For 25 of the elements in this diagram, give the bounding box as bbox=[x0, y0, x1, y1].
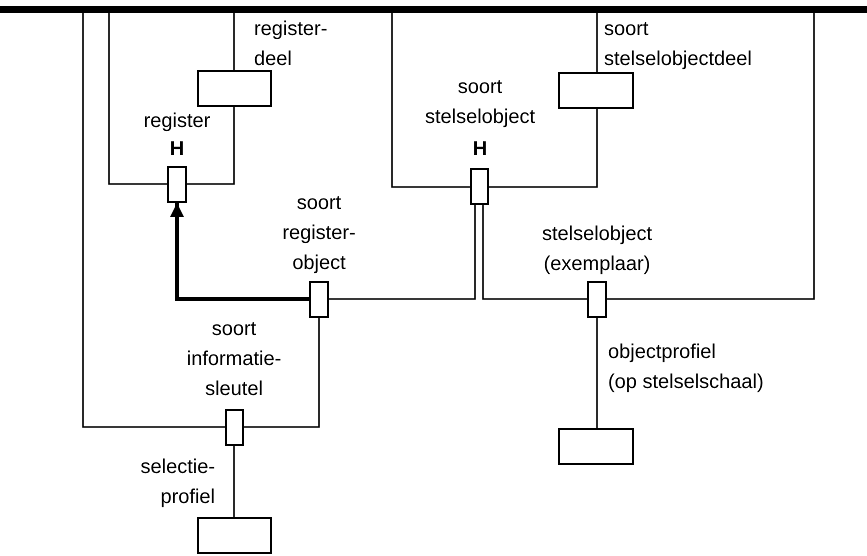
role-label: soort register- object bbox=[281, 191, 357, 276]
role-label: soort stelselobject bbox=[424, 75, 536, 130]
key-marker: H bbox=[472, 137, 488, 162]
connector-line bbox=[607, 13, 815, 300]
key-marker: H bbox=[168, 137, 186, 162]
role-label: stelselobject (exemplaar) bbox=[540, 222, 654, 277]
connector-line bbox=[233, 446, 235, 517]
role-label: register bbox=[142, 109, 212, 134]
connector-line bbox=[233, 13, 235, 70]
role-label: soort informatie- sleutel bbox=[186, 317, 282, 402]
connector-line bbox=[482, 205, 587, 300]
entity-label: register- deel bbox=[254, 17, 328, 72]
entity-label: soort stelselobjectdeel bbox=[604, 17, 753, 72]
connector-line bbox=[244, 318, 320, 428]
connector-line bbox=[489, 109, 598, 188]
connector-line bbox=[108, 13, 167, 185]
connector-line bbox=[596, 318, 598, 428]
entity-label: objectprofiel (op stelselschaal) bbox=[608, 340, 765, 395]
entity-label: selectie- profiel bbox=[140, 455, 215, 510]
connector-line bbox=[329, 205, 476, 300]
connector-line bbox=[391, 13, 470, 188]
connector-line bbox=[596, 13, 598, 72]
arrow bbox=[170, 203, 309, 301]
connector-line bbox=[187, 107, 235, 185]
connector-line bbox=[82, 13, 225, 428]
